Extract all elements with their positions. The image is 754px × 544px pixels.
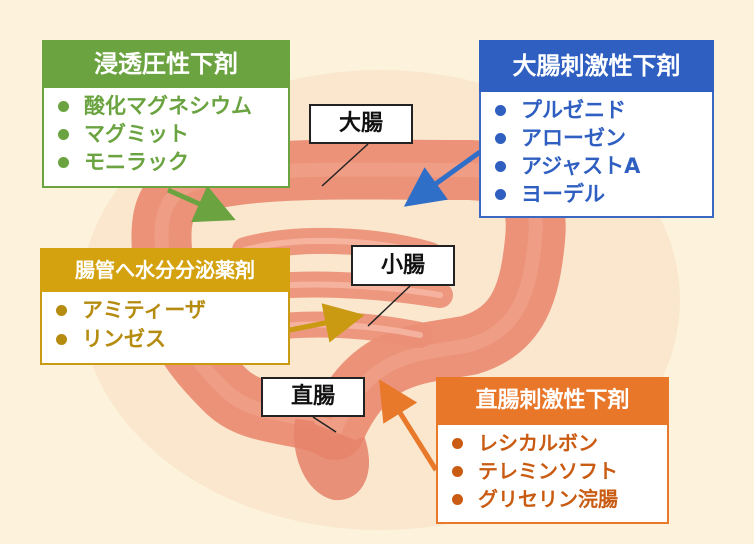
list-item: アミティーザ	[56, 296, 288, 325]
drug-name: アミティーザ	[82, 298, 206, 322]
list-item: リンゼス	[56, 325, 288, 354]
colon-stimulant-arrow	[403, 149, 482, 207]
bullet-icon	[56, 334, 67, 345]
bullet-icon	[58, 129, 69, 140]
drug-name: アローゼン	[521, 126, 626, 150]
bullet-icon	[452, 466, 463, 477]
bullet-icon	[452, 438, 463, 449]
osmotic-arrow	[166, 185, 236, 223]
drug-name: グリセリン浣腸	[478, 487, 618, 511]
colon-stimulant-laxative-box: 大腸刺激性下剤 プルゼニド アローゼン アジャストA ヨーデル	[479, 40, 714, 218]
bullet-icon	[495, 189, 506, 200]
list-item: アジャストA	[495, 152, 712, 180]
osmotic-laxative-list: 酸化マグネシウム マグミット モニラック	[44, 88, 288, 176]
drug-name: マグミット	[84, 122, 189, 146]
drug-name: リンゼス	[82, 327, 166, 351]
list-item: ヨーデル	[495, 180, 712, 208]
drug-name: テレミンソフト	[478, 459, 618, 483]
rectum-label: 直腸	[261, 377, 365, 417]
rectal-stimulant-arrow	[379, 379, 439, 472]
list-item: マグミット	[58, 120, 288, 148]
bullet-icon	[495, 161, 506, 172]
secretagogue-title: 腸管へ水分分泌薬剤	[40, 248, 290, 292]
rectal-stimulant-laxative-box: 直腸刺激性下剤 レシカルボン テレミンソフト グリセリン浣腸	[436, 377, 669, 524]
list-item: レシカルボン	[452, 429, 667, 457]
rectum-shape	[294, 418, 369, 501]
large-intestine-leader	[321, 143, 369, 187]
secretagogue-arrow	[289, 303, 365, 343]
drug-name: レシカルボン	[478, 431, 598, 455]
drug-name: 酸化マグネシウム	[84, 94, 252, 118]
bullet-icon	[495, 105, 506, 116]
rectal-stimulant-laxative-title: 直腸刺激性下剤	[436, 377, 669, 425]
rectum-leader	[312, 416, 337, 433]
secretagogue-list: アミティーザ リンゼス	[42, 292, 288, 354]
bullet-icon	[495, 133, 506, 144]
rectal-stimulant-laxative-list: レシカルボン テレミンソフト グリセリン浣腸	[438, 425, 667, 513]
colon-stimulant-laxative-title: 大腸刺激性下剤	[479, 40, 714, 92]
bullet-icon	[58, 101, 69, 112]
list-item: テレミンソフト	[452, 457, 667, 485]
small-intestine-leader	[367, 285, 411, 327]
bullet-icon	[56, 305, 67, 316]
osmotic-laxative-title: 浸透圧性下剤	[42, 40, 290, 88]
list-item: グリセリン浣腸	[452, 485, 667, 513]
colon-stimulant-laxative-list: プルゼニド アローゼン アジャストA ヨーデル	[481, 92, 712, 208]
drug-name: アジャストA	[521, 154, 641, 178]
bullet-icon	[58, 157, 69, 168]
list-item: アローゼン	[495, 124, 712, 152]
list-item: 酸化マグネシウム	[58, 92, 288, 120]
list-item: モニラック	[58, 148, 288, 176]
large-intestine-shape	[131, 139, 566, 460]
list-item: プルゼニド	[495, 96, 712, 124]
bullet-icon	[452, 494, 463, 505]
drug-name: プルゼニド	[521, 98, 626, 122]
small-intestine-label: 小腸	[351, 245, 455, 286]
drug-name: モニラック	[84, 150, 189, 174]
large-intestine-label: 大腸	[309, 104, 413, 144]
osmotic-laxative-box: 浸透圧性下剤 酸化マグネシウム マグミット モニラック	[42, 40, 290, 188]
drug-name: ヨーデル	[521, 182, 605, 206]
secretagogue-box: 腸管へ水分分泌薬剤 アミティーザ リンゼス	[40, 248, 290, 365]
